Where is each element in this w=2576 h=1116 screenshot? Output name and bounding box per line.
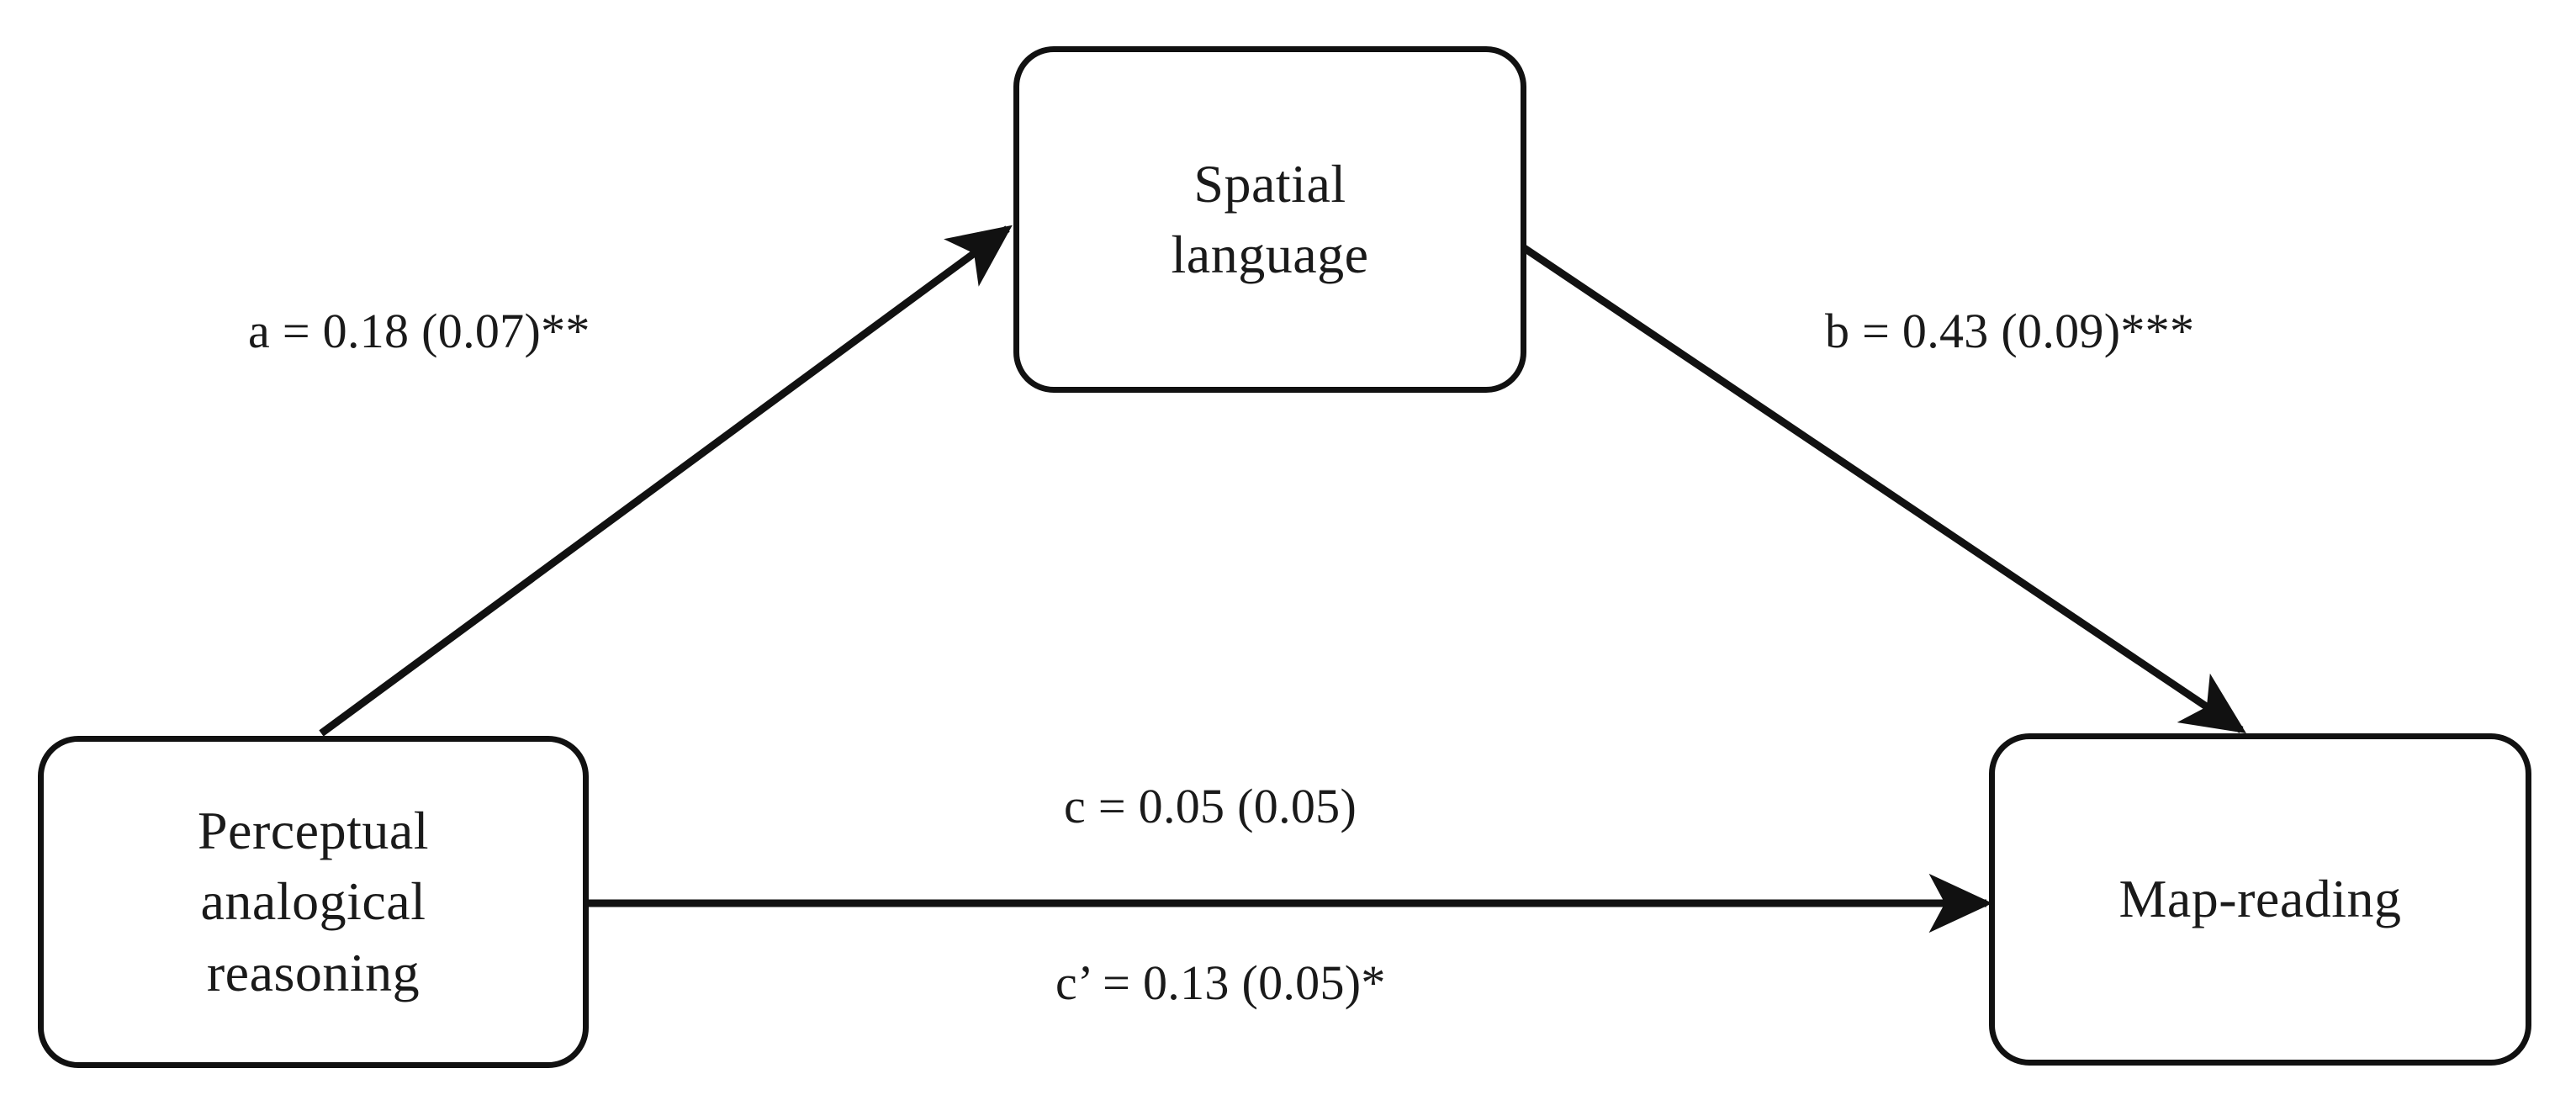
node-spatial-language[interactable]: Spatial language	[1013, 46, 1526, 393]
edge-label-a: a = 0.18 (0.07)**	[248, 304, 590, 358]
edge-arrow-b	[1459, 203, 2246, 734]
edge-label-c-prime: c’ = 0.13 (0.05)*	[1055, 955, 1386, 1010]
node-spatial-language-label: Spatial language	[1171, 153, 1369, 284]
node-map-reading[interactable]: Map-reading	[1989, 733, 2531, 1066]
node-perceptual-analogical-reasoning[interactable]: Perceptual analogical reasoning	[38, 736, 589, 1068]
node-perceptual-analogical-reasoning-label: Perceptual analogical reasoning	[197, 800, 430, 1002]
edge-label-c: c = 0.05 (0.05)	[1064, 779, 1357, 833]
node-map-reading-label: Map-reading	[2118, 869, 2402, 929]
edge-arrow-a	[319, 225, 1013, 737]
edge-label-b: b = 0.43 (0.09)***	[1825, 304, 2195, 358]
